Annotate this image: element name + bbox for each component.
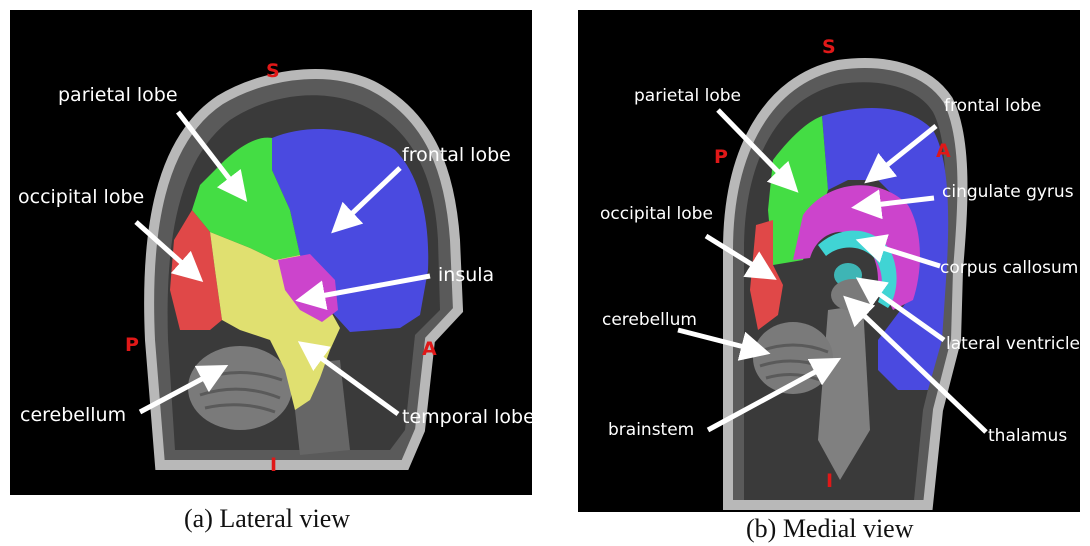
label-cerebellum: cerebellum (602, 312, 697, 329)
direction-inferior: I (270, 456, 277, 475)
label-corpus-callosum: corpus callosum (940, 260, 1078, 277)
direction-inferior: I (826, 472, 833, 491)
label-occipital-lobe: occipital lobe (600, 206, 713, 223)
thalamus-region (831, 279, 875, 311)
label-temporal-lobe: temporal lobe (402, 408, 535, 427)
direction-anterior: A (422, 340, 437, 359)
label-brainstem: brainstem (608, 422, 694, 439)
label-occipital-lobe: occipital lobe (18, 188, 144, 207)
caption-medial-view: (b) Medial view (746, 516, 914, 542)
label-cerebellum: cerebellum (20, 406, 126, 425)
direction-posterior: P (125, 336, 139, 355)
label-lateral-ventricle: lateral ventricle (946, 336, 1080, 353)
label-frontal-lobe: frontal lobe (944, 98, 1041, 115)
lateral-view-panel: S I P A parietal lobe frontal lobe occip… (10, 10, 532, 495)
label-thalamus: thalamus (988, 428, 1067, 445)
direction-anterior: A (936, 142, 951, 161)
direction-posterior: P (714, 148, 728, 167)
direction-superior: S (822, 38, 836, 57)
label-cingulate-gyrus: cingulate gyrus (942, 184, 1074, 201)
label-insula: insula (438, 266, 494, 285)
direction-superior: S (266, 62, 280, 81)
label-frontal-lobe: frontal lobe (402, 146, 511, 165)
label-parietal-lobe: parietal lobe (58, 86, 178, 105)
medial-view-panel: S I P A parietal lobe frontal lobe cingu… (578, 10, 1080, 512)
label-parietal-lobe: parietal lobe (634, 88, 741, 105)
caption-lateral-view: (a) Lateral view (184, 506, 350, 532)
